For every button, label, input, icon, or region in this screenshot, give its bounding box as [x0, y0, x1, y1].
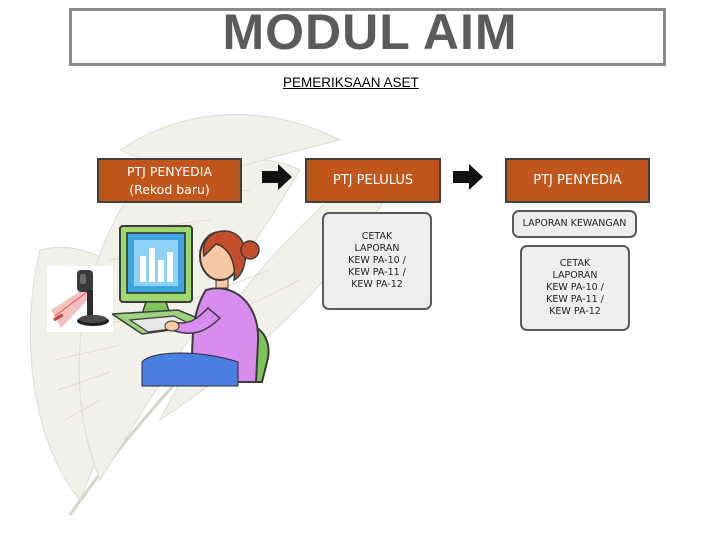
arrow-right-icon	[262, 164, 292, 190]
subtitle: PEMERIKSAAN ASET	[283, 75, 419, 90]
step1-sublabel: (Rekod baru)	[129, 181, 210, 197]
note-line: LAPORAN	[552, 270, 598, 281]
note-line: KEW PA-10 /	[348, 255, 406, 266]
step2-note-box: CETAK LAPORAN KEW PA-10 / KEW PA-11 / KE…	[322, 212, 432, 310]
step3-label: PTJ PENYEDIA	[533, 173, 622, 188]
note-line: CETAK	[361, 231, 393, 242]
step2-box: PTJ PELULUS	[305, 158, 441, 203]
note-line: LAPORAN	[354, 243, 400, 254]
note-line: KEW PA-10 /	[546, 282, 604, 293]
step2-label: PTJ PELULUS	[332, 173, 414, 188]
note-line: CETAK	[559, 258, 591, 269]
note-line: KEW PA-12	[351, 279, 403, 290]
computer-user-icon	[112, 225, 270, 387]
step1-box: PTJ PENYEDIA (Rekod baru)	[97, 158, 242, 203]
step3-note-box: CETAK LAPORAN KEW PA-10 / KEW PA-11 / KE…	[520, 245, 630, 331]
report-label: LAPORAN KEWANGAN	[522, 218, 627, 229]
title-box	[69, 8, 666, 66]
note-line: KEW PA-11 /	[546, 294, 604, 305]
page-title: MODUL AIM	[222, 4, 518, 60]
step3-box: PTJ PENYEDIA	[505, 158, 650, 203]
barcode-scanner-icon	[47, 266, 113, 332]
step3-report-box: LAPORAN KEWANGAN	[512, 210, 637, 238]
note-line: KEW PA-11 /	[348, 267, 406, 278]
arrow-right-icon	[453, 164, 483, 190]
note-line: KEW PA-12	[549, 306, 601, 317]
step1-label: PTJ PENYEDIA	[126, 163, 213, 179]
